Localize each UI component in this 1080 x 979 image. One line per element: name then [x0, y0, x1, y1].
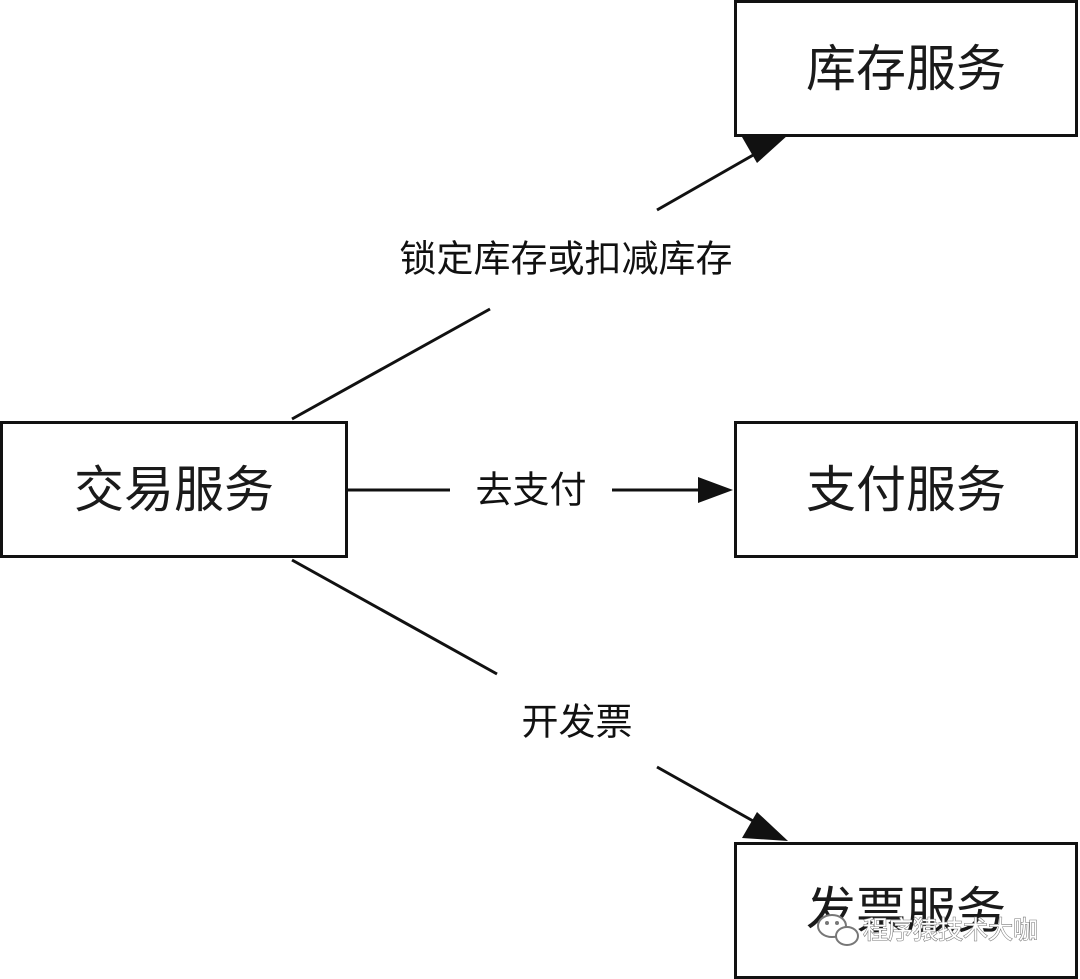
edge-label-lock-inventory: 锁定库存或扣减库存 [400, 238, 733, 281]
edge-label-issue-invoice: 开发票 [522, 701, 633, 744]
node-trade-service: 交易服务 [0, 421, 348, 558]
edge-trade-to-invoice [291, 558, 788, 841]
edge-trade-to-inventory [291, 135, 788, 421]
node-invoice-service: 发票服务 [734, 842, 1078, 979]
arrow-head-icon [698, 477, 733, 503]
node-label-trade-service: 交易服务 [74, 461, 274, 519]
watermark: 程序猿技术大咖 [817, 914, 1039, 946]
node-inventory-service: 库存服务 [734, 0, 1078, 137]
arrow-head-icon [742, 812, 788, 841]
node-label-payment-service: 支付服务 [806, 461, 1006, 519]
arrow-head-icon [742, 135, 788, 163]
node-payment-service: 支付服务 [734, 421, 1078, 558]
watermark-text: 程序猿技术大咖 [863, 916, 1038, 945]
edge-label-go-pay: 去支付 [476, 469, 587, 512]
edge-trade-to-payment [348, 477, 733, 503]
node-label-inventory-service: 库存服务 [806, 40, 1006, 98]
wechat-icon [817, 914, 859, 946]
